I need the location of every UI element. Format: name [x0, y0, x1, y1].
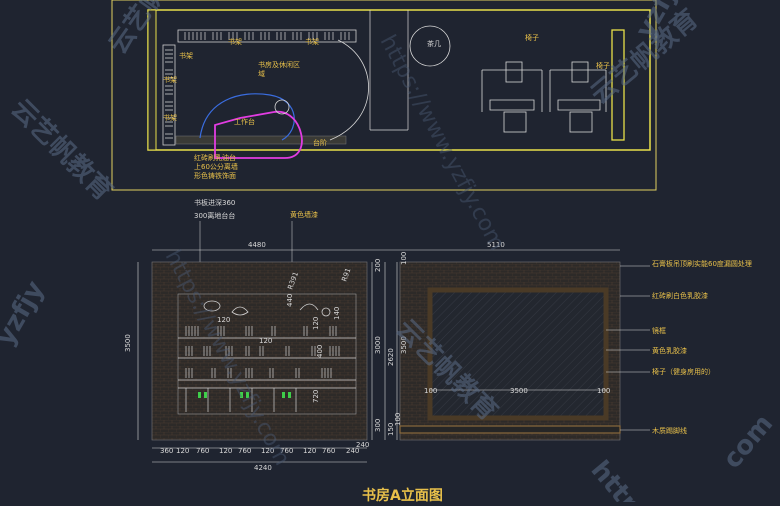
elev-dim-b-120-4: 120	[303, 447, 316, 455]
elev-note-yellow-wall: 黄色墙漆	[290, 210, 318, 219]
plan-chair-circle	[274, 99, 290, 115]
elev-dim-5110: 5110	[487, 241, 505, 249]
elev-dim-b-760-3: 760	[280, 447, 293, 455]
elev-note-skirting: 木质踢脚线	[652, 426, 687, 435]
elev-note-chair: 椅子（健身房用的）	[652, 367, 715, 376]
plan-desk-band	[175, 135, 347, 145]
elev-dim-100-a: 100	[400, 252, 408, 265]
elev-note-leaders	[606, 265, 650, 431]
plan-note-2: 上60公分离墙	[194, 162, 238, 171]
elev-dim-b-120-1: 120	[176, 447, 189, 455]
plan-gym-chairs	[481, 61, 607, 133]
elev-dim-120-b: 120	[259, 337, 272, 345]
plan-label-shelf-left-3: 书架	[163, 113, 177, 122]
floor-plan: 书架 书架 书架 书架 书架 书房及休闲区 域 工作台 台阶 茶几 椅子 椅子 …	[111, 0, 657, 191]
watermark-brand-1: 云艺帆教育	[5, 93, 119, 207]
elev-note-shelf-height: 300离地台台	[194, 211, 235, 220]
elevation: 书板进深360 300离地台台 黄色墙漆 4480 5110	[124, 198, 752, 504]
elev-dim-b-360: 360	[160, 447, 173, 455]
elev-dim-b-240-2: 240	[346, 447, 359, 455]
plan-blue-curve	[199, 93, 295, 141]
plan-label-chair-top: 椅子	[525, 33, 539, 42]
elev-dim-left-3500: 3500	[124, 334, 132, 352]
elev-dim-100-d: 100	[597, 387, 610, 395]
elev-dim-400: 400	[316, 345, 324, 358]
elev-dim-3500-inner: 3500	[510, 387, 528, 395]
plan-label-study-area: 书房及休闲区	[258, 60, 300, 69]
elev-dim-100-c: 100	[424, 387, 437, 395]
plan-work-table	[214, 110, 303, 159]
plan-note-1: 红砖刷乳油台	[194, 153, 236, 162]
elev-dim-3000: 3000	[374, 336, 382, 354]
elev-dim-150: 150	[387, 423, 395, 436]
elev-dim-b-120-3: 120	[261, 447, 274, 455]
elev-drawer-handles	[198, 392, 291, 398]
elev-dim-b-760-4: 760	[322, 447, 335, 455]
elev-dim-200: 200	[374, 259, 382, 272]
elev-dim-3500-mid: 3500	[400, 336, 408, 354]
elev-decor-objects	[203, 300, 331, 317]
elev-dim-b-760-2: 760	[238, 447, 251, 455]
elev-books	[185, 326, 340, 378]
elev-dim-300: 300	[374, 419, 382, 432]
plan-label-shelf-left-2: 书架	[163, 75, 177, 84]
plan-label-study-area-2: 域	[258, 69, 265, 78]
plan-right-pillar	[611, 29, 625, 141]
elev-title: 书房A立面图	[362, 487, 443, 502]
elev-dim-4480: 4480	[248, 241, 266, 249]
plan-label-table-bar: 台阶	[313, 138, 327, 147]
elev-dim-b-240-1: 240	[356, 441, 369, 449]
plan-label-tea-table: 茶几	[427, 39, 441, 48]
elev-note-brick-white: 红砖刷白色乳胶漆	[652, 291, 708, 300]
plan-left-wall	[147, 9, 157, 151]
elev-note-ceiling: 石膏板吊顶刷实能60度漏圆处理	[652, 259, 752, 268]
elev-left-wall	[151, 261, 368, 441]
elev-note-yellow-paint: 黄色乳胶漆	[652, 346, 687, 355]
elev-dim-2620: 2620	[387, 348, 395, 366]
elev-dim-140: 140	[333, 307, 341, 320]
plan-left-bookshelf	[162, 44, 176, 146]
elev-shelf-unit	[177, 293, 357, 415]
plan-label-chair-right: 椅子	[596, 61, 610, 70]
plan-label-work-table: 工作台	[234, 117, 255, 126]
watermark-url-1: https://www.yzfjy.com	[375, 31, 510, 255]
watermark-com: com	[717, 409, 779, 475]
elev-dim-b-120-2: 120	[219, 447, 232, 455]
plan-label-shelf-top: 书架	[228, 37, 242, 46]
plan-frame	[111, 0, 657, 191]
elev-dim-120-c: 120	[312, 317, 320, 330]
plan-label-shelf-left-1: 书架	[179, 51, 193, 60]
elev-dim-b-4240: 4240	[254, 464, 272, 472]
watermark-yzfjy-2: yzfjy	[0, 276, 51, 351]
plan-top-bookshelf	[177, 29, 357, 43]
elev-mirror-frame	[427, 287, 609, 421]
elev-dim-100-b: 100	[394, 413, 402, 426]
elev-note-mirror-frame: 镜框	[652, 326, 666, 335]
elev-dim-440: 440	[286, 294, 294, 307]
elev-skirting	[399, 425, 621, 434]
plan-tea-table	[409, 25, 451, 67]
plan-note-3: 形色铸铁饰面	[194, 171, 236, 180]
watermark-http: http	[585, 455, 648, 502]
plan-arc	[329, 39, 369, 141]
elev-note-shelf-depth: 书板进深360	[194, 198, 235, 207]
plan-label-shelf-top-2: 书架	[305, 37, 319, 46]
elev-dim-b-760-1: 760	[196, 447, 209, 455]
elev-dim-120-a: 120	[217, 316, 230, 324]
elev-dim-720: 720	[312, 390, 320, 403]
